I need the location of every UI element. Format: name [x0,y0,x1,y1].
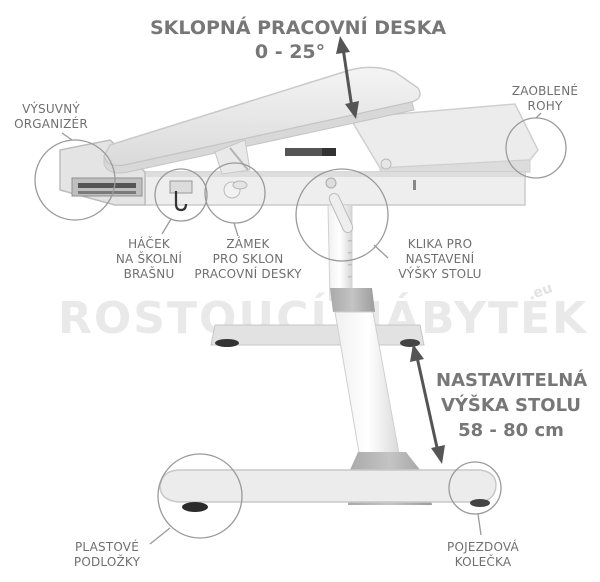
label-lock: ZÁMEK PRO SKLON PRACOVNÍ DESKY [188,237,308,282]
label-hook-line-2: NA ŠKOLNÍ [115,252,183,266]
label-hook-line-3: BRAŠNU [123,267,175,281]
label-hook-line-1: HÁČEK [128,237,170,251]
label-organizer-line-1: VÝSUVNÝ [22,102,80,116]
tilt-arrow [336,36,359,119]
label-crank: KLIKA PRO NASTAVENÍ VÝŠKY STOLU [390,237,490,282]
label-organizer: VÝSUVNÝ ORGANIZÉR [6,102,96,132]
leader-lines [61,112,542,545]
label-corners: ZAOBLENÉ ROHY [500,84,590,114]
label-height-line-2: VÝŠKA STOLU [440,395,582,416]
bag-hook [169,180,193,212]
label-lock-line-1: ZÁMEK [226,237,270,251]
base-feet [159,469,497,512]
label-pads-line-1: PLASTOVÉ [75,540,139,554]
label-lock-line-2: PRO SKLON [212,252,284,266]
label-wheels: POJEZDOVÁ KOLEČKA [438,540,528,570]
title-line-1: SKLOPNÁ PRACOVNÍ DESKA [150,17,447,39]
label-lock-line-3: PRACOVNÍ DESKY [194,267,302,281]
label-height-line-3: 58 - 80 cm [458,420,564,441]
label-corners-line-2: ROHY [527,99,563,113]
height-column [210,177,432,505]
label-organizer-line-2: ORGANIZÉR [14,117,88,131]
label-pads-line-2: PODLOŽKY [73,555,141,569]
label-crank-line-3: VÝŠKY STOLU [398,267,482,281]
label-pads: PLASTOVÉ PODLOŽKY [62,540,152,570]
label-crank-line-2: NASTAVENÍ [405,252,475,266]
tilt-lock [223,180,248,199]
label-height-line-1: NASTAVITELNÁ [436,370,588,391]
desk-frame [59,139,526,206]
label-wheels-line-1: POJEZDOVÁ [447,540,519,554]
label-height: NASTAVITELNÁ VÝŠKA STOLU 58 - 80 cm [436,368,588,443]
title-line-2: 0 - 25° [254,41,326,63]
label-crank-line-1: KLIKA PRO [407,237,473,251]
label-hook: HÁČEK NA ŠKOLNÍ BRAŠNU [104,237,194,282]
height-arrow [410,344,445,464]
callout-circles [34,117,567,539]
label-corners-line-1: ZAOBLENÉ [511,84,579,98]
tilt-top-title: SKLOPNÁ PRACOVNÍ DESKA 0 - 25° [150,16,447,64]
label-wheels-line-2: KOLEČKA [454,555,512,569]
